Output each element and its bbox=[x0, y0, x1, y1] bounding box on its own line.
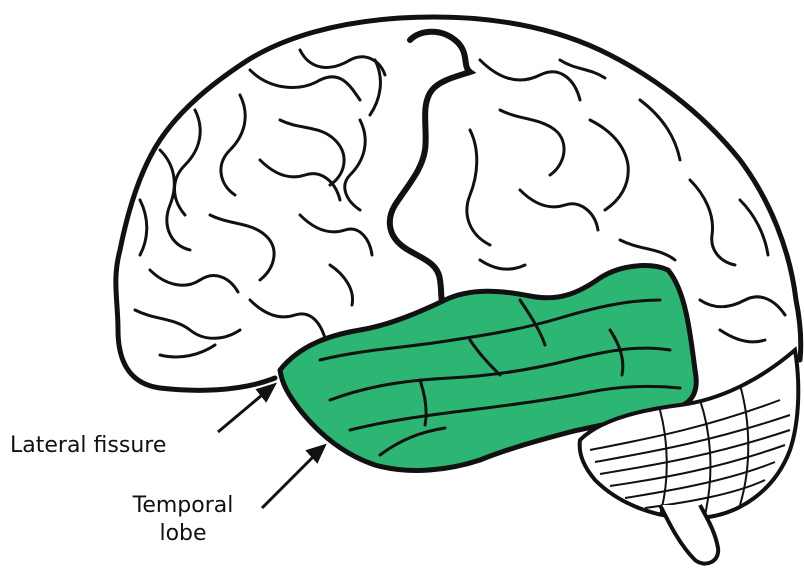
temporal-lobe-label: Temporal lobe bbox=[118, 492, 248, 548]
temporal-lobe-label-line2: lobe bbox=[118, 520, 248, 548]
lateral-fissure-label: Lateral fissure bbox=[10, 432, 166, 460]
arrow-lateral-fissure bbox=[218, 385, 274, 432]
temporal-lobe-label-line1: Temporal bbox=[118, 492, 248, 520]
arrow-temporal-lobe bbox=[262, 446, 324, 508]
